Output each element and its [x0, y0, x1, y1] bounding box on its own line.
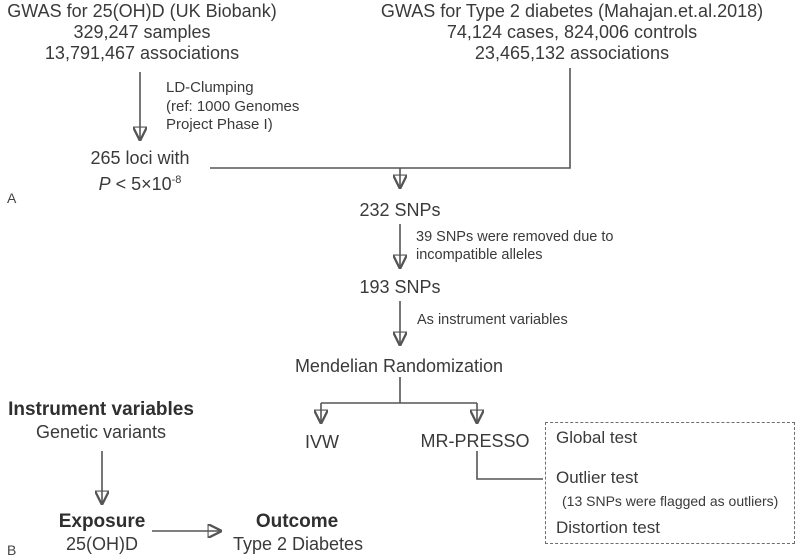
gwas-outcome-block: GWAS for Type 2 diabetes (Mahajan.et.al.… [381, 1, 763, 64]
mendelian-randomization-node: Mendelian Randomization [294, 356, 504, 376]
outcome-title: Outcome [255, 511, 339, 532]
snps-removed-line2: incompatible alleles [416, 246, 543, 263]
gwas-outcome-cases: 74,124 cases, 824,006 controls [446, 22, 698, 42]
outlier-note-label: (13 SNPs were flagged as outliers) [562, 493, 779, 509]
panel-a-label: A [7, 190, 17, 206]
gwas-outcome-title: GWAS for Type 2 diabetes (Mahajan.et.al.… [380, 1, 764, 21]
genetic-variants-label: Genetic variants [35, 422, 167, 442]
distortion-test-label: Distortion test [556, 518, 660, 537]
outcome-subtitle: Type 2 Diabetes [232, 534, 364, 554]
snps-232-node: 232 SNPs [359, 200, 441, 220]
gwas-outcome-associations: 23,465,132 associations [474, 43, 670, 63]
exposure-title: Exposure [58, 511, 146, 532]
ld-clumping-line2: (ref: 1000 Genomes [166, 97, 300, 115]
p-symbol: P [98, 174, 111, 194]
exposure-subtitle: 25(OH)D [65, 534, 139, 554]
mr-presso-node: MR-PRESSO [420, 431, 530, 451]
presso-box-connector [476, 451, 543, 480]
ld-clumping-line3: Project Phase I) [166, 116, 273, 133]
instrument-variables-title: Instrument variables [8, 399, 194, 420]
gwas-exposure-samples: 329,247 samples [73, 22, 211, 42]
panel-b-label: B [7, 542, 17, 558]
global-test-label: Global test [556, 428, 638, 447]
snps-removed-label: 39 SNPs were removed due to incompatible… [416, 229, 613, 264]
presso-tests-box [545, 422, 795, 544]
p-exponent: -8 [171, 174, 182, 186]
merge-connector [210, 68, 571, 169]
loci-node: 265 loci with P < 5×10-8 [90, 147, 189, 195]
gwas-exposure-block: GWAS for 25(OH)D (UK Biobank) 329,247 sa… [7, 1, 276, 64]
ld-clumping-line1: LD-Clumping [166, 79, 254, 96]
outlier-test-label: Outlier test [556, 468, 639, 487]
loci-line1: 265 loci with [90, 148, 190, 168]
gwas-exposure-associations: 13,791,467 associations [44, 43, 240, 63]
gwas-exposure-title: GWAS for 25(OH)D (UK Biobank) [7, 1, 277, 21]
snps-removed-line1: 39 SNPs were removed due to [416, 229, 614, 245]
loci-pvalue: P < 5×10-8 [90, 169, 189, 195]
as-instrument-label: As instrument variables [417, 312, 568, 328]
snps-193-node: 193 SNPs [359, 277, 441, 297]
p-comparison: < 5×10 [110, 174, 172, 194]
mr-split-connector [321, 377, 477, 404]
ivw-node: IVW [305, 432, 339, 452]
ld-clumping-label: LD-Clumping (ref: 1000 Genomes Project P… [166, 79, 299, 135]
